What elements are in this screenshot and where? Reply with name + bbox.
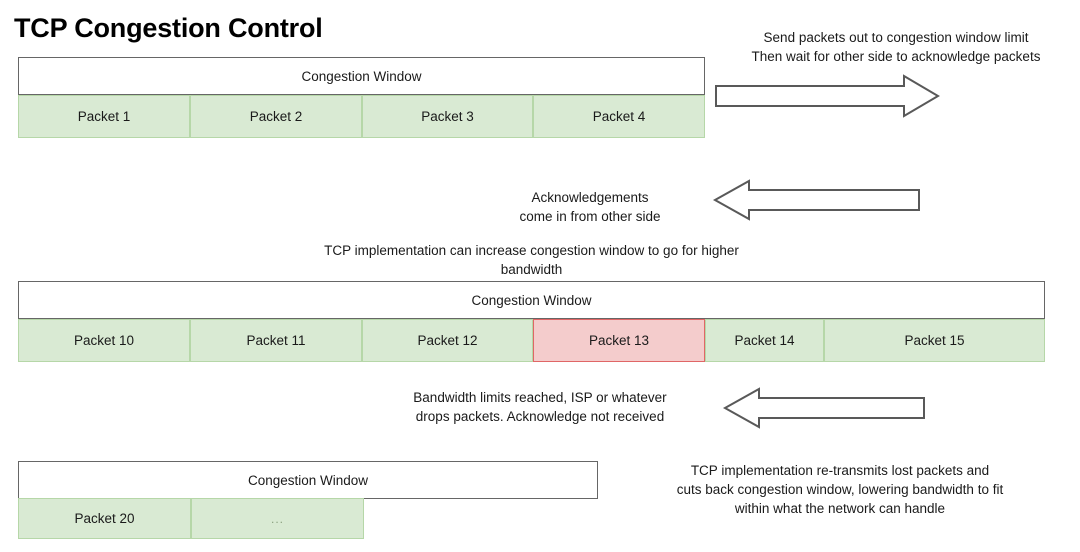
packet-cell[interactable]: Packet 11 xyxy=(190,319,362,362)
packet-label: Packet 10 xyxy=(73,333,135,348)
packet-cell[interactable]: Packet 4 xyxy=(533,95,705,138)
packet-label: Packet 11 xyxy=(246,333,306,348)
stage-2-caption: TCP implementation can increase congesti… xyxy=(18,241,1045,279)
packet-label: Packet 4 xyxy=(592,109,646,124)
packet-label: Packet 20 xyxy=(74,511,135,526)
packet-label: Packet 2 xyxy=(249,109,303,124)
arrow-right-send-packets xyxy=(714,74,944,118)
stage-ack-note: Acknowledgements come in from other side xyxy=(470,188,710,226)
stage-drop-note-line-2: drops packets. Acknowledge not received xyxy=(415,409,665,424)
packet-row-3: Packet 20 ... xyxy=(18,498,364,539)
packet-cell[interactable]: Packet 1 xyxy=(18,95,190,138)
stage-ack-note-line-2: come in from other side xyxy=(519,209,661,224)
stage-3-note-line-2: cuts back congestion window, lowering ba… xyxy=(676,482,1004,497)
arrow-left-packet-dropped xyxy=(722,387,928,429)
stage-1-note-line-1: Send packets out to congestion window li… xyxy=(763,30,1029,45)
stage-3-note-line-1: TCP implementation re-transmits lost pac… xyxy=(690,463,990,478)
stage-3-note: TCP implementation re-transmits lost pac… xyxy=(610,461,1070,518)
stage-2-caption-line-2: bandwidth xyxy=(500,262,563,277)
congestion-window-bar-3: Congestion Window xyxy=(18,461,598,499)
stage-1-note: Send packets out to congestion window li… xyxy=(716,28,1076,66)
packet-cell[interactable]: Packet 2 xyxy=(190,95,362,138)
packet-cell[interactable]: Packet 20 xyxy=(18,498,191,539)
packet-label: Packet 1 xyxy=(77,109,131,124)
packet-cell[interactable]: Packet 3 xyxy=(362,95,533,138)
stage-1-note-line-2: Then wait for other side to acknowledge … xyxy=(751,49,1041,64)
packet-row-1: Packet 1 Packet 2 Packet 3 Packet 4 xyxy=(18,95,705,138)
packet-label: ... xyxy=(270,511,284,526)
stage-2-caption-line-1: TCP implementation can increase congesti… xyxy=(324,243,739,258)
stage-drop-note: Bandwidth limits reached, ISP or whateve… xyxy=(375,388,705,426)
congestion-window-bar-2: Congestion Window xyxy=(18,281,1045,319)
packet-label: Packet 15 xyxy=(904,333,965,348)
packet-row-2: Packet 10 Packet 11 Packet 12 Packet 13 … xyxy=(18,319,1045,362)
packet-label: Packet 13 xyxy=(588,333,650,348)
congestion-window-label: Congestion Window xyxy=(471,292,592,308)
packet-cell-lost[interactable]: Packet 13 xyxy=(533,319,705,362)
page-title: TCP Congestion Control xyxy=(14,13,323,43)
stage-drop-note-line-1: Bandwidth limits reached, ISP or whateve… xyxy=(413,390,667,405)
packet-cell[interactable]: Packet 14 xyxy=(705,319,824,362)
packet-label: Packet 3 xyxy=(421,109,474,124)
packet-label: Packet 14 xyxy=(734,333,795,348)
packet-label: Packet 12 xyxy=(417,333,478,348)
packet-cell[interactable]: Packet 12 xyxy=(362,319,533,362)
congestion-window-label: Congestion Window xyxy=(301,68,422,84)
congestion-window-label: Congestion Window xyxy=(247,472,369,488)
arrow-left-acknowledgements xyxy=(712,179,923,221)
stage-3-note-line-3: within what the network can handle xyxy=(734,501,946,516)
stage-ack-note-line-1: Acknowledgements xyxy=(531,190,649,205)
packet-cell[interactable]: Packet 15 xyxy=(824,319,1045,362)
packet-cell-ellipsis[interactable]: ... xyxy=(191,498,364,539)
packet-cell[interactable]: Packet 10 xyxy=(18,319,190,362)
congestion-window-bar-1: Congestion Window xyxy=(18,57,705,95)
